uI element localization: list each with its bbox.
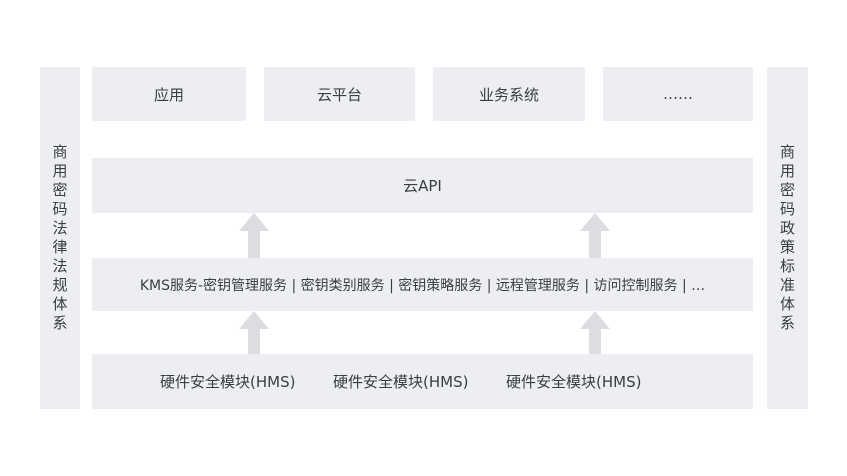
top-box-more: …… — [603, 67, 753, 121]
hsm-module: 硬件安全模块(HMS) — [160, 373, 296, 391]
top-box-label: 业务系统 — [478, 85, 539, 104]
hsm-module: 硬件安全模块(HMS) — [333, 373, 469, 391]
api-layer-label: 云API — [403, 177, 442, 195]
vertical-text-char: 用 — [779, 162, 795, 180]
vertical-text-char: 码 — [779, 200, 795, 218]
vertical-text-char: 准 — [779, 276, 795, 294]
left-panel-legal-system: 商用密码法律法规体系 — [40, 67, 80, 409]
vertical-text-char: 系 — [779, 314, 795, 332]
vertical-text-char: 用 — [52, 162, 68, 180]
vertical-text-char: 法 — [52, 219, 68, 237]
vertical-text-char: 规 — [52, 276, 68, 294]
arrow-up-icon — [580, 311, 610, 354]
vertical-text-char: 法 — [52, 257, 68, 275]
vertical-text-char: 密 — [52, 181, 68, 199]
vertical-text-char: 律 — [52, 238, 68, 256]
vertical-text-char: 体 — [52, 295, 68, 313]
vertical-text-char: 政 — [779, 219, 795, 237]
arrow-up-icon — [239, 311, 269, 354]
vertical-text-char: 码 — [52, 200, 68, 218]
arrow-up-icon — [239, 213, 269, 258]
vertical-text-char: 密 — [779, 181, 795, 199]
vertical-text-char: 商 — [52, 143, 68, 161]
services-layer: KMS服务-密钥管理服务 | 密钥类别服务 | 密钥策略服务 | 远程管理服务 … — [92, 258, 753, 311]
api-layer: 云API — [92, 158, 753, 213]
arrow-up-icon — [580, 213, 610, 258]
top-box-label: …… — [663, 85, 693, 103]
top-box-label: 应用 — [153, 85, 184, 104]
top-box-cloud-platform: 云平台 — [264, 67, 415, 121]
top-box-business-systems: 业务系统 — [433, 67, 585, 121]
vertical-text-char: 系 — [52, 314, 68, 332]
vertical-text-char: 策 — [779, 238, 795, 256]
right-panel-policy-standards: 商用密码政策标准体系 — [767, 67, 808, 409]
hsm-layer: 硬件安全模块(HMS) 硬件安全模块(HMS) 硬件安全模块(HMS) — [92, 354, 753, 409]
top-box-label: 云平台 — [316, 85, 362, 104]
vertical-text-char: 标 — [779, 257, 795, 275]
top-box-applications: 应用 — [92, 67, 246, 121]
vertical-text-char: 体 — [779, 295, 795, 313]
hsm-module: 硬件安全模块(HMS) — [506, 373, 642, 391]
vertical-text-char: 商 — [779, 143, 795, 161]
services-layer-label: KMS服务-密钥管理服务 | 密钥类别服务 | 密钥策略服务 | 远程管理服务 … — [139, 277, 706, 294]
